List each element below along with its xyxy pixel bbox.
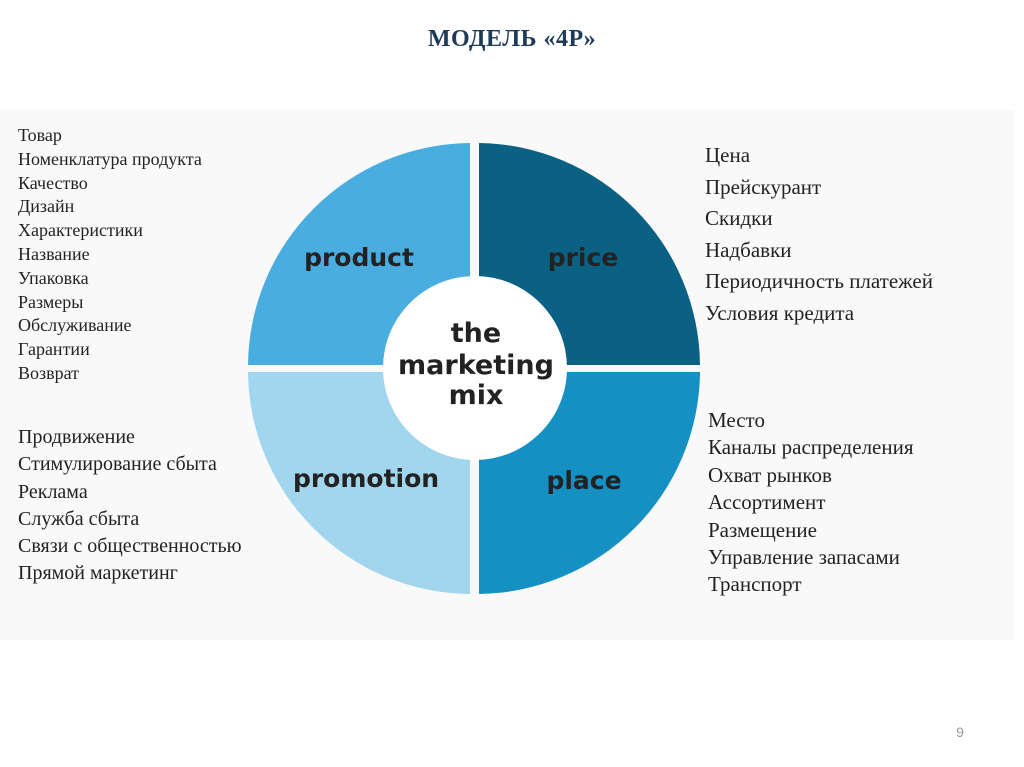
list-item: Размеры: [18, 291, 84, 312]
center-circle: [383, 276, 567, 460]
list-item: Стимулирование сбыта: [18, 453, 217, 476]
price-label: price: [548, 243, 619, 272]
list-item: Реклама: [18, 480, 88, 503]
promotion-label: promotion: [293, 464, 439, 493]
list-item: Товар: [18, 125, 62, 145]
list-item: Условия кредита: [705, 300, 855, 325]
list-item: Дизайн: [18, 196, 75, 217]
list-item: Упаковка: [18, 267, 89, 288]
list-item: Каналы распределения: [708, 435, 914, 460]
list-item: Место: [708, 408, 765, 432]
place-label: place: [546, 466, 621, 495]
list-item: Связи с общественностью: [18, 535, 242, 558]
center-label-line-3: mix: [449, 380, 504, 411]
slide-title: МОДЕЛЬ «4P»: [427, 26, 597, 52]
center-label-line-1: the: [451, 318, 501, 349]
list-item: Возврат: [18, 362, 80, 383]
list-item: Номенклатура продукта: [18, 148, 202, 169]
list-item: Служба сбыта: [18, 507, 140, 530]
list-item: Цена: [705, 143, 751, 167]
list-item: Качество: [18, 172, 88, 193]
list-item: Ассортимент: [708, 490, 826, 515]
center-label-line-2: marketing: [398, 350, 554, 381]
list-item: Периодичность платежей: [705, 269, 933, 294]
list-item: Надбавки: [705, 237, 792, 262]
list-item: Продвижение: [18, 426, 135, 448]
product-label: product: [304, 243, 414, 272]
list-item: Скидки: [705, 206, 773, 231]
list-item: Обслуживание: [18, 315, 132, 336]
list-item: Характеристики: [18, 220, 143, 241]
page-number: 9: [956, 724, 964, 740]
list-item: Прямой маркетинг: [18, 562, 178, 585]
list-item: Транспорт: [708, 572, 802, 597]
list-item: Название: [18, 243, 90, 264]
list-item: Размещение: [708, 517, 817, 542]
list-item: Охват рынков: [708, 462, 832, 487]
list-item: Гарантии: [18, 339, 90, 360]
list-item: Управление запасами: [708, 545, 900, 570]
list-item: Прейскурант: [705, 174, 822, 199]
